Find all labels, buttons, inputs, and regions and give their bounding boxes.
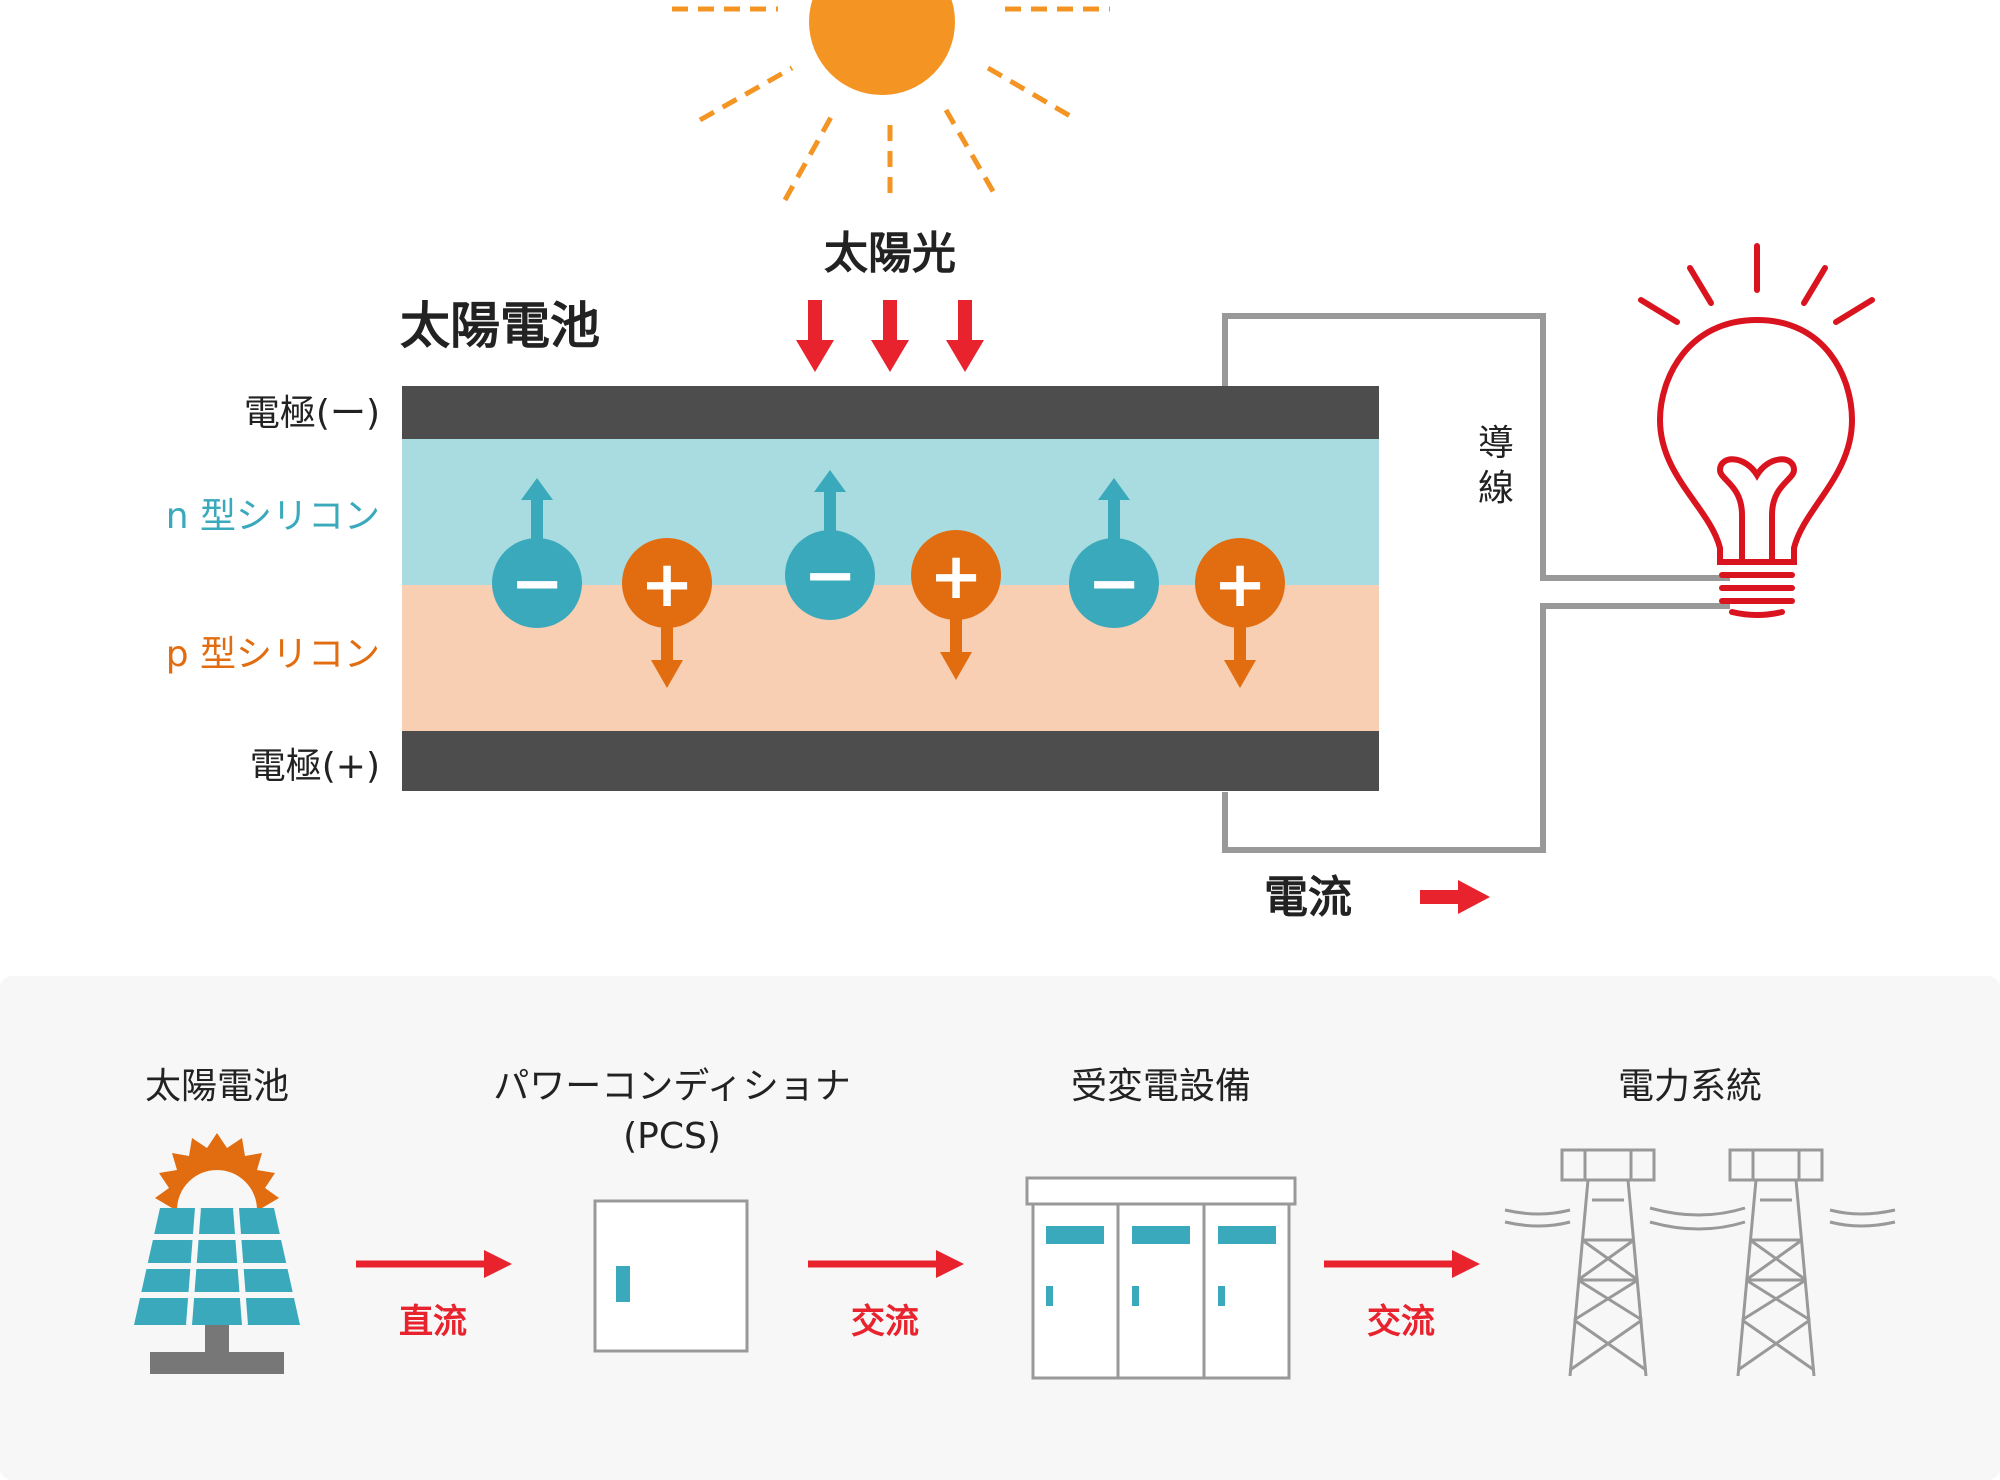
electrode-negative-label: 電極(ー) <box>244 393 380 434</box>
n-silicon-label: n 型シリコン <box>166 496 380 537</box>
electron-3: − <box>1069 478 1159 628</box>
flow-pcs-label-1: パワーコンディショナ <box>493 1066 850 1107</box>
svg-text:+: + <box>640 548 694 622</box>
hole-1: + <box>622 538 712 688</box>
electrode-positive-label: 電極(+) <box>250 746 380 787</box>
substation-icon <box>1025 1176 1297 1380</box>
dc-label: 直流 <box>399 1302 467 1342</box>
svg-text:−: − <box>510 547 564 621</box>
flow-panel <box>0 976 2000 1480</box>
flow-grid-label: 電力系統 <box>1618 1066 1762 1107</box>
ac-label-2: 交流 <box>1367 1302 1435 1342</box>
wire-label-2: 線 <box>1478 468 1514 509</box>
electrode-negative <box>402 386 1379 439</box>
svg-text:+: + <box>1213 548 1267 622</box>
light-bulb-icon <box>1638 243 1875 618</box>
wire-circuit <box>1222 313 1730 853</box>
hole-2: + <box>911 530 1001 680</box>
ac-label-1: 交流 <box>851 1302 919 1342</box>
sunlight-label: 太陽光 <box>824 228 956 279</box>
hole-3: + <box>1195 538 1285 688</box>
wire-label-1: 導 <box>1478 423 1514 464</box>
svg-text:−: − <box>803 539 857 613</box>
sunlight-arrows <box>796 300 984 372</box>
electron-2: − <box>785 470 875 620</box>
sun-icon <box>672 0 1110 202</box>
svg-text:+: + <box>929 540 983 614</box>
flow-substation-label: 受変電設備 <box>1071 1066 1251 1107</box>
p-silicon-label: p 型シリコン <box>166 634 380 675</box>
electrode-positive <box>402 731 1379 791</box>
cell-title: 太陽電池 <box>400 297 600 355</box>
current-label: 電流 <box>1264 872 1352 923</box>
power-conditioner-icon <box>593 1199 749 1353</box>
solar-panel-icon <box>134 1133 300 1374</box>
electron-1: − <box>492 478 582 628</box>
flow-pcs-label-2: (PCS) <box>623 1116 721 1157</box>
svg-text:−: − <box>1087 547 1141 621</box>
transmission-tower-icon <box>1504 1148 1896 1377</box>
flow-solar-cell-label: 太陽電池 <box>145 1066 289 1107</box>
current-arrow <box>1420 880 1490 914</box>
